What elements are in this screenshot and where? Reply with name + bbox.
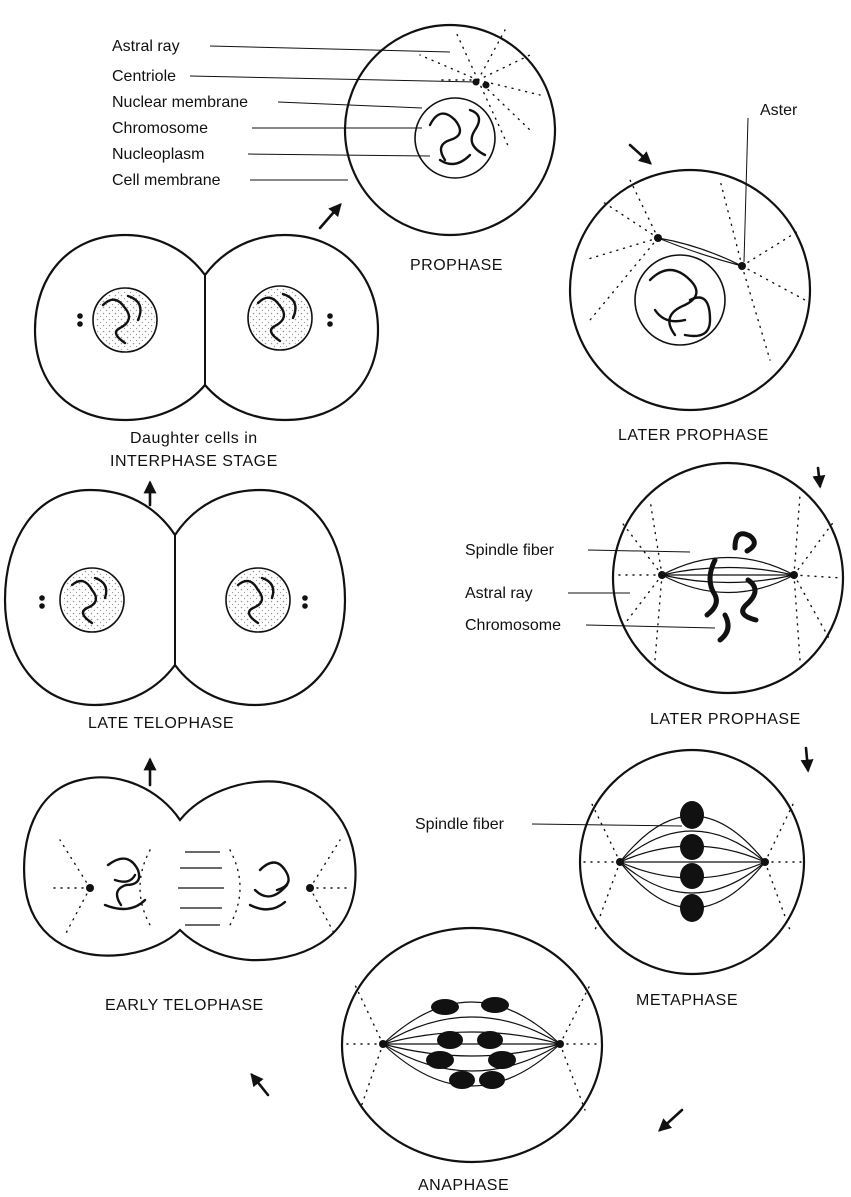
label-spindle-fiber: Spindle fiber [465,542,555,559]
later-prophase-cell-1 [570,170,810,410]
early-telophase-cell [24,777,355,960]
caption-prophase: PROPHASE [410,257,503,274]
label-chromosome: Chromosome [112,120,208,137]
label-astral-ray-2: Astral ray [465,585,533,602]
interphase-cells [35,235,378,420]
label-aster: Aster [760,102,798,119]
metaphase-cell [580,750,804,974]
caption-later-prophase-2: LATER PROPHASE [650,711,801,728]
arrow-to-prophase [320,205,340,228]
label-chromosome-2: Chromosome [465,617,561,634]
arrow-to-anaphase [660,1110,682,1130]
label-centriole: Centriole [112,68,176,85]
label-cell-membrane: Cell membrane [112,172,221,189]
centriole-dot [483,82,490,89]
prophase-cell [345,25,555,235]
caption-late-telophase: LATE TELOPHASE [88,715,234,732]
anaphase-cell [342,928,602,1162]
label-astral-ray: Astral ray [112,38,180,55]
label-nuclear-membrane: Nuclear membrane [112,94,248,111]
caption-interphase-line1: Daughter cells in [130,430,258,447]
caption-interphase-line2: INTERPHASE STAGE [110,453,278,470]
caption-anaphase: ANAPHASE [418,1177,509,1194]
caption-later-prophase-1: LATER PROPHASE [618,427,769,444]
caption-metaphase: METAPHASE [636,992,738,1009]
arrow-to-later-prophase-1 [630,145,650,163]
later-prophase-cell-2 [613,463,843,693]
arrow-to-metaphase [806,748,808,770]
late-telophase-cells [5,490,345,705]
caption-early-telophase: EARLY TELOPHASE [105,997,264,1014]
arrow-to-later-prophase-2 [818,468,820,486]
label-nucleoplasm: Nucleoplasm [112,146,204,163]
arrow-to-early-telophase [252,1075,268,1095]
label-spindle-fiber-2: Spindle fiber [415,816,505,833]
